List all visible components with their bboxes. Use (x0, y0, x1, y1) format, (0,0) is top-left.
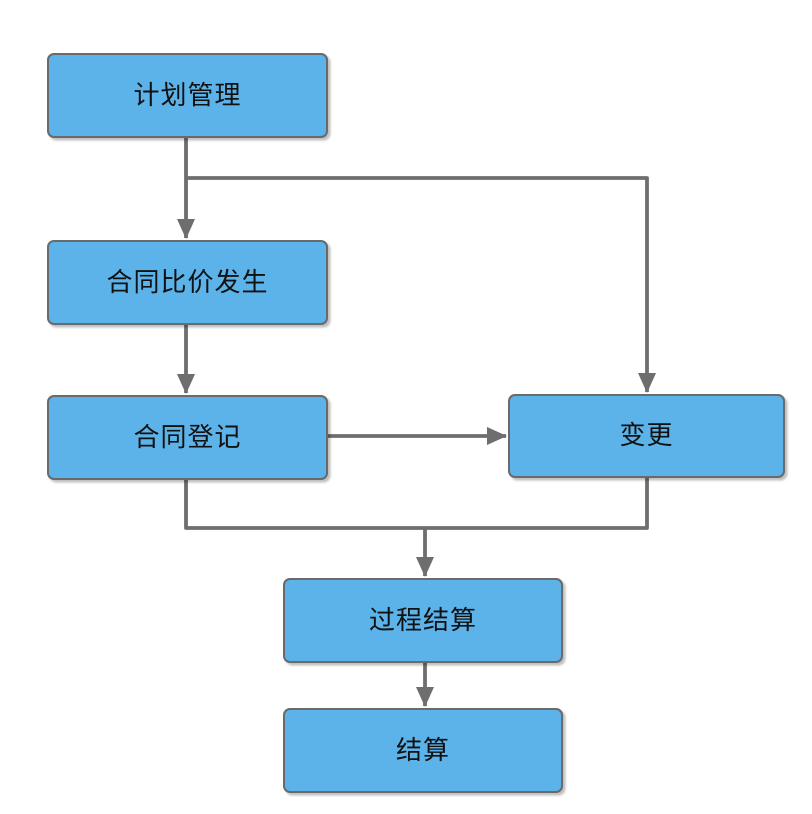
node-price-compare-label: 合同比价发生 (106, 266, 269, 297)
node-change-label: 变更 (619, 420, 674, 451)
node-plan-label: 计划管理 (133, 79, 242, 110)
node-contract-register-label: 合同登记 (133, 421, 242, 452)
node-settlement: 结算 (283, 708, 563, 793)
node-plan: 计划管理 (47, 53, 328, 138)
node-change: 变更 (508, 394, 785, 478)
node-settlement-label: 结算 (395, 734, 450, 765)
node-process-settlement-label: 过程结算 (368, 604, 477, 635)
node-price-compare: 合同比价发生 (47, 240, 328, 325)
node-contract-register: 合同登记 (47, 395, 328, 480)
node-process-settlement: 过程结算 (283, 578, 563, 663)
edge-merge-rail (184, 478, 649, 530)
